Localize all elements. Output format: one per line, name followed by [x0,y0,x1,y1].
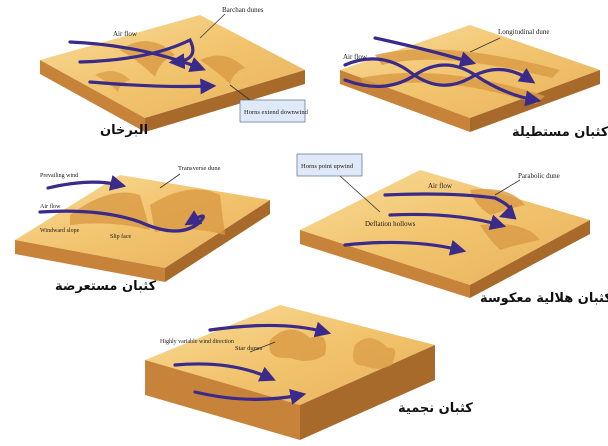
title-transverse: كثبان مستعرضة [55,279,157,294]
panel-longitudinal: Longitudinal dune Air flow كثبان مستطيلة [340,25,608,140]
panel-star: Highly variable wind direction Star dune… [145,305,473,440]
label-barchan-air-flow: Air flow [113,30,138,38]
panel-parabolic: Horns point upwind Air flow Parabolic du… [297,154,608,306]
label-parabolic-dune: Parabolic dune [518,172,560,180]
label-prevailing-wind: Prevailing wind [40,173,78,179]
panel-barchan: Barchan dunes Air flow Horns extend down… [40,6,309,138]
label-highly-variable-wind: Highly variable wind direction [160,339,234,345]
title-parabolic: كثبان هلالية معكوسة [480,291,608,306]
label-windward-slope: Windward slope [40,228,80,234]
label-horns-point-upwind: Horns point upwind [301,163,354,170]
label-horns-extend-downwind: Horns extend downwind [244,109,309,116]
label-longitudinal-dune: Longitudinal dune [498,28,550,36]
label-barchan-dunes: Barchan dunes [222,6,264,14]
title-longitudinal: كثبان مستطيلة [512,125,608,140]
label-deflation-hollows: Deflation hollows [365,220,416,228]
label-transverse-dune: Transverse dune [178,165,221,172]
label-parabolic-air-flow: Air flow [428,182,453,190]
label-slip-face: Slip face [110,233,131,240]
title-barchan: البرخان [100,123,148,138]
panel-transverse: Prevailing wind Transverse dune Air flow… [15,165,270,294]
title-star: كثبان نجمية [398,401,473,416]
label-longitudinal-air-flow: Air flow [343,53,368,61]
label-transverse-air-flow: Air flow [40,203,61,210]
